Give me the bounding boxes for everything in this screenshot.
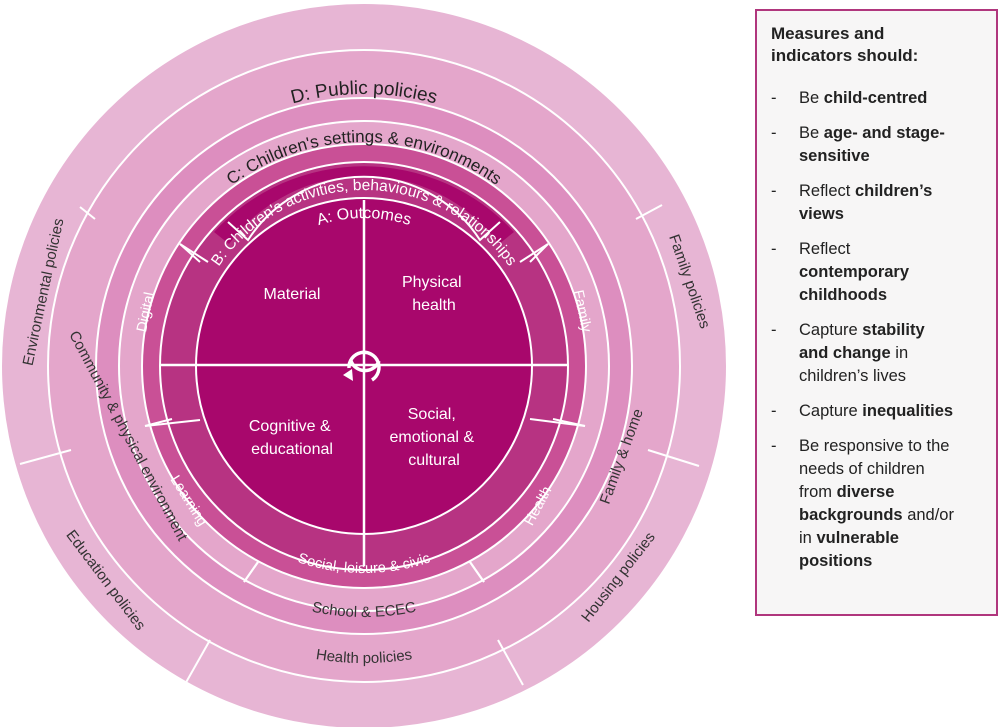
measure-text: Be bbox=[799, 124, 824, 142]
measures-list: - Be child-centred - Be age- and stage-sens… bbox=[771, 87, 982, 573]
measure-item: - Be child-centred bbox=[771, 87, 982, 110]
measure-text: children’s lives bbox=[799, 367, 906, 385]
measure-text: from bbox=[799, 483, 837, 501]
measure-item: - Reflect contemporary childhoods bbox=[771, 238, 982, 307]
measure-emphasis: and change bbox=[799, 344, 891, 362]
measure-text: Capture bbox=[799, 402, 863, 420]
measure-text: in bbox=[799, 529, 817, 547]
outcomes-header-bracket bbox=[227, 175, 501, 242]
measure-text: Be bbox=[799, 89, 824, 107]
cycle-arrow-icon bbox=[343, 350, 381, 382]
measure-text: in bbox=[890, 344, 909, 362]
measure-emphasis: backgrounds bbox=[799, 506, 903, 524]
bullet-dash: - bbox=[771, 321, 777, 339]
measure-emphasis: stability bbox=[862, 321, 925, 339]
measure-text: needs of children bbox=[799, 460, 925, 478]
measure-text: Reflect bbox=[799, 182, 855, 200]
measure-text: Be responsive to the bbox=[799, 437, 950, 455]
setting-school-ecec: School & ECEC bbox=[311, 599, 418, 621]
measure-text: Reflect bbox=[799, 240, 851, 258]
measure-item: - Capture inequalities bbox=[771, 400, 982, 423]
bullet-dash: - bbox=[771, 240, 777, 258]
measure-emphasis: age- and stage- bbox=[823, 124, 945, 142]
bullet-dash: - bbox=[771, 402, 777, 420]
quadrant-cognitive-educational: Cognitive & educational bbox=[249, 418, 335, 458]
outcomes-header-band bbox=[214, 166, 514, 244]
measure-text: and/or bbox=[902, 506, 954, 524]
measure-emphasis: child-centred bbox=[823, 89, 928, 107]
measure-emphasis: sensitive bbox=[799, 147, 870, 165]
measure-item: - Reflect children’s views bbox=[771, 180, 982, 226]
panel-title: Measures and indicators should: bbox=[771, 24, 919, 65]
measure-emphasis: views bbox=[799, 205, 844, 223]
bullet-dash: - bbox=[771, 182, 777, 200]
quadrant-material: Material bbox=[264, 286, 321, 303]
policy-health: Health policies bbox=[315, 646, 413, 667]
measure-item: - Be responsive to the needs of children fr… bbox=[771, 435, 982, 573]
measure-emphasis: inequalities bbox=[862, 402, 954, 420]
quadrant-social-emotional-cultural: Social, emotional & cultural bbox=[390, 406, 479, 469]
measure-emphasis: children’s bbox=[854, 182, 933, 200]
measure-emphasis: vulnerable bbox=[816, 529, 899, 547]
segment-dividers bbox=[19, 204, 700, 687]
measure-emphasis: diverse bbox=[836, 483, 895, 501]
measure-emphasis: contemporary bbox=[799, 263, 910, 281]
measure-text: Capture bbox=[799, 321, 863, 339]
bullet-dash: - bbox=[771, 437, 777, 455]
measure-item: - Be age- and stage-sensitive bbox=[771, 122, 982, 168]
measures-panel: Measures and indicators should: - Be chil… bbox=[755, 9, 998, 616]
measure-item: - Capture stability and change in children’… bbox=[771, 319, 982, 388]
quadrant-dividers bbox=[160, 200, 568, 566]
quadrant-physical-health: Physical health bbox=[402, 274, 466, 314]
bullet-dash: - bbox=[771, 124, 777, 142]
measure-emphasis: childhoods bbox=[799, 286, 887, 304]
bullet-dash: - bbox=[771, 89, 777, 107]
well-being-framework-diagram: D: Public policies C: Children's setting… bbox=[2, 4, 726, 727]
measure-emphasis: positions bbox=[799, 552, 873, 570]
